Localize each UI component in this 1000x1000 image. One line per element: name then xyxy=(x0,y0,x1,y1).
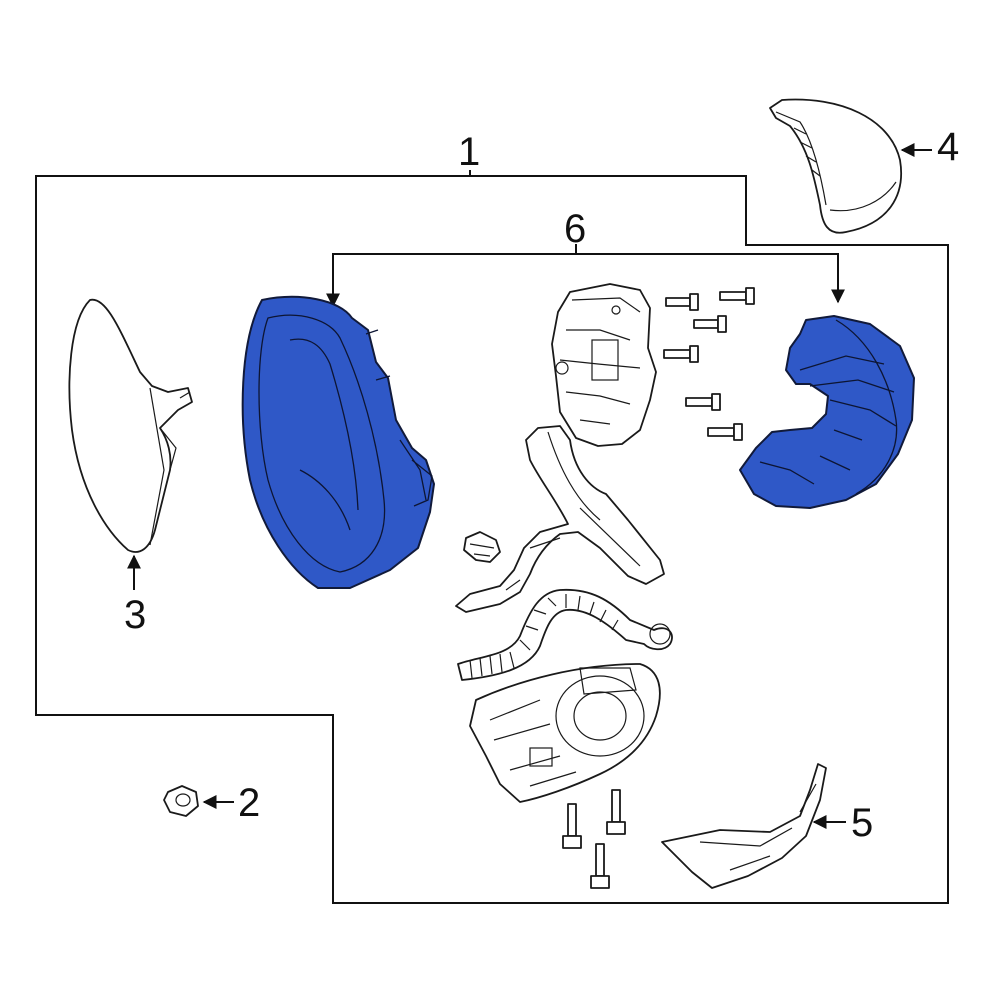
screws-group xyxy=(663,287,755,441)
screw xyxy=(693,315,727,333)
screw xyxy=(590,843,610,889)
callout-2: 2 xyxy=(238,781,260,825)
nut-part xyxy=(163,785,199,817)
mirror-cap-part xyxy=(769,98,902,234)
mirror-arm-part xyxy=(455,425,665,613)
screw xyxy=(685,393,721,411)
callout-5: 5 xyxy=(851,801,873,845)
mirror-base-part xyxy=(469,663,661,803)
screw xyxy=(663,345,699,363)
assembly-boundary xyxy=(35,175,949,904)
callout-6: 6 xyxy=(564,207,586,251)
lower-trim-part xyxy=(661,763,827,889)
screw xyxy=(562,803,582,849)
mirror-cover-part xyxy=(739,315,915,509)
callout-6-bracket xyxy=(332,253,845,304)
wiring-harness-part xyxy=(457,588,673,681)
bottom-screws-group xyxy=(562,789,626,889)
clip-part xyxy=(463,531,501,563)
mirror-glass-part xyxy=(68,299,193,553)
screw xyxy=(606,789,626,835)
screw xyxy=(707,423,743,441)
screw xyxy=(665,293,699,311)
callout-1: 1 xyxy=(458,130,480,174)
mirror-actuator-part xyxy=(551,283,657,447)
callout-4: 4 xyxy=(937,125,959,169)
mirror-housing-part xyxy=(241,295,435,589)
screw xyxy=(719,287,755,305)
callout-3: 3 xyxy=(124,593,146,637)
